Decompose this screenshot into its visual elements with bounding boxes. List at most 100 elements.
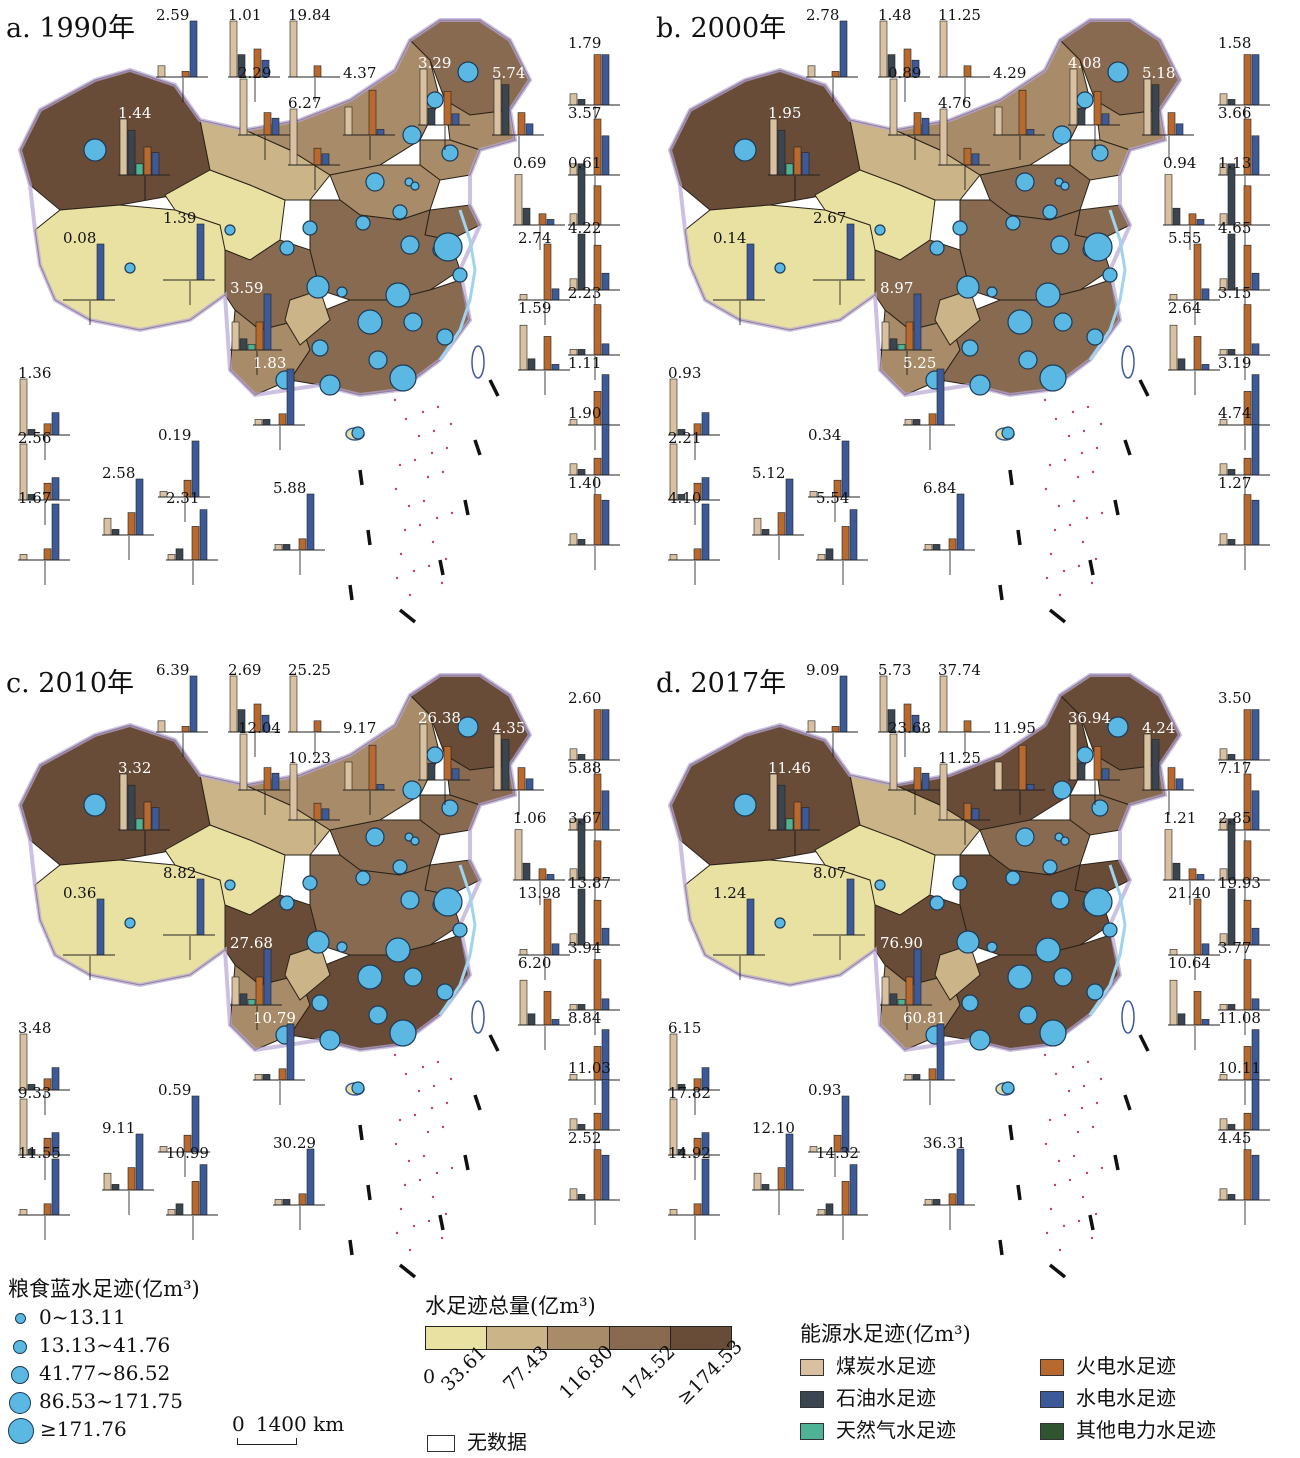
energy-bar — [1227, 1194, 1236, 1201]
energy-bar — [956, 1148, 965, 1206]
energy-inset-chart: 5.55 — [1168, 229, 1220, 325]
grain-circle — [1053, 967, 1073, 987]
energy-bar — [924, 544, 933, 551]
energy-inset-chart: 6.84 — [923, 479, 975, 575]
island-dot — [394, 487, 398, 491]
grain-circle — [410, 181, 420, 191]
inset-value-label: 5.88 — [273, 479, 306, 497]
inset-value-label: 9.17 — [343, 719, 376, 737]
energy-bar — [701, 412, 710, 436]
grain-circle — [1083, 887, 1113, 917]
sea-boundary — [488, 1034, 500, 1052]
energy-inset-chart: 4.74 — [1218, 404, 1270, 500]
energy-bar — [817, 1209, 826, 1216]
inset-value-label: 0.89 — [888, 64, 921, 82]
island-dot — [1095, 1101, 1099, 1105]
total-legend-title: 水足迹总量(亿m³) — [425, 1294, 596, 1318]
sea-boundary — [1088, 1214, 1095, 1231]
island-dot — [413, 1113, 417, 1117]
energy-inset-chart: 5.54 — [816, 489, 868, 585]
energy-bar — [19, 378, 28, 436]
energy-bar — [939, 675, 948, 733]
energy-bar — [831, 726, 840, 733]
sea-boundary — [1123, 1094, 1132, 1111]
energy-bar — [924, 1199, 933, 1206]
island-dot — [1086, 1060, 1090, 1064]
grain-circle — [929, 895, 945, 911]
energy-bar — [1251, 499, 1260, 546]
energy-inset-chart: 4.35 — [492, 719, 544, 815]
inset-value-label: 5.18 — [1142, 64, 1175, 82]
energy-bar — [577, 539, 586, 546]
energy-bar — [1093, 746, 1102, 781]
inset-value-label: 11.95 — [993, 719, 1036, 737]
island-dot — [395, 1231, 399, 1235]
energy-bar — [577, 233, 586, 291]
island-dot — [1044, 487, 1048, 491]
energy-bar — [601, 343, 610, 356]
grain-circle — [1015, 172, 1035, 192]
energy-bar — [135, 478, 144, 536]
energy-bar — [286, 368, 295, 426]
energy-bar — [167, 1209, 176, 1216]
energy-bar — [963, 147, 972, 166]
energy-bar — [601, 424, 610, 476]
energy-bar — [19, 1033, 28, 1091]
island-dot — [1090, 581, 1094, 585]
inset-value-label: 12.10 — [752, 1119, 795, 1137]
energy-bar — [254, 419, 263, 426]
energy-bar — [157, 720, 166, 733]
energy-inset-chart: 6.27 — [288, 94, 340, 190]
energy-bar — [282, 1199, 291, 1206]
energy-inset-chart: 5.88 — [273, 479, 325, 575]
energy-inset-chart: 11.03 — [568, 1059, 620, 1155]
energy-inset-chart: 1.13 — [1218, 154, 1270, 250]
energy-inset-chart: 2.74 — [518, 229, 570, 325]
inset-value-label: 14.32 — [816, 1144, 859, 1162]
energy-bar — [51, 412, 60, 436]
island-dot — [1076, 475, 1080, 479]
island-dot — [1085, 1171, 1089, 1175]
scale-tick: 174.52 — [617, 1340, 680, 1404]
grain-circle — [1086, 983, 1104, 1001]
energy-bar — [701, 503, 710, 561]
energy-inset-chart: 76.90 — [880, 934, 932, 1030]
energy-bar — [1219, 533, 1228, 546]
energy-bar — [785, 1133, 794, 1191]
sea-boundary — [438, 559, 445, 576]
inset-value-label: 1.11 — [568, 354, 601, 372]
energy-bar — [881, 321, 890, 351]
energy-inset-chart: 9.17 — [343, 719, 395, 815]
sea-boundary — [398, 1263, 417, 1279]
inset-value-label: 13.98 — [518, 884, 561, 902]
energy-bar — [846, 223, 855, 281]
energy-bar — [1227, 888, 1236, 946]
inset-value-label: 1.21 — [1163, 809, 1196, 827]
island-dot — [1071, 410, 1075, 414]
island-dot — [412, 569, 416, 573]
energy-inset-chart: 1.67 — [18, 489, 70, 585]
island-dot — [1054, 417, 1058, 421]
energy-bar — [151, 152, 160, 176]
inset-value-label: 1.67 — [18, 489, 51, 507]
energy-inset-chart: 1.90 — [568, 404, 620, 500]
energy-bar — [777, 1167, 786, 1191]
energy-bar — [1243, 304, 1252, 356]
grain-circle — [357, 309, 383, 335]
energy-bar — [932, 1199, 941, 1206]
grain-circle — [956, 930, 980, 954]
energy-legend-item: 煤炭水足迹 — [800, 1352, 1040, 1380]
energy-bar — [1172, 862, 1181, 881]
coastline — [1088, 864, 1127, 1016]
energy-bar — [889, 993, 898, 1006]
island-dot — [417, 1089, 421, 1093]
island-dot — [1081, 540, 1085, 544]
energy-bar — [229, 675, 238, 733]
energy-bar — [939, 763, 948, 821]
inset-value-label: 3.59 — [230, 279, 263, 297]
energy-bar — [769, 118, 778, 176]
energy-bar — [1243, 709, 1252, 761]
energy-bar — [669, 1033, 678, 1091]
energy-inset-chart: 3.67 — [568, 809, 620, 905]
